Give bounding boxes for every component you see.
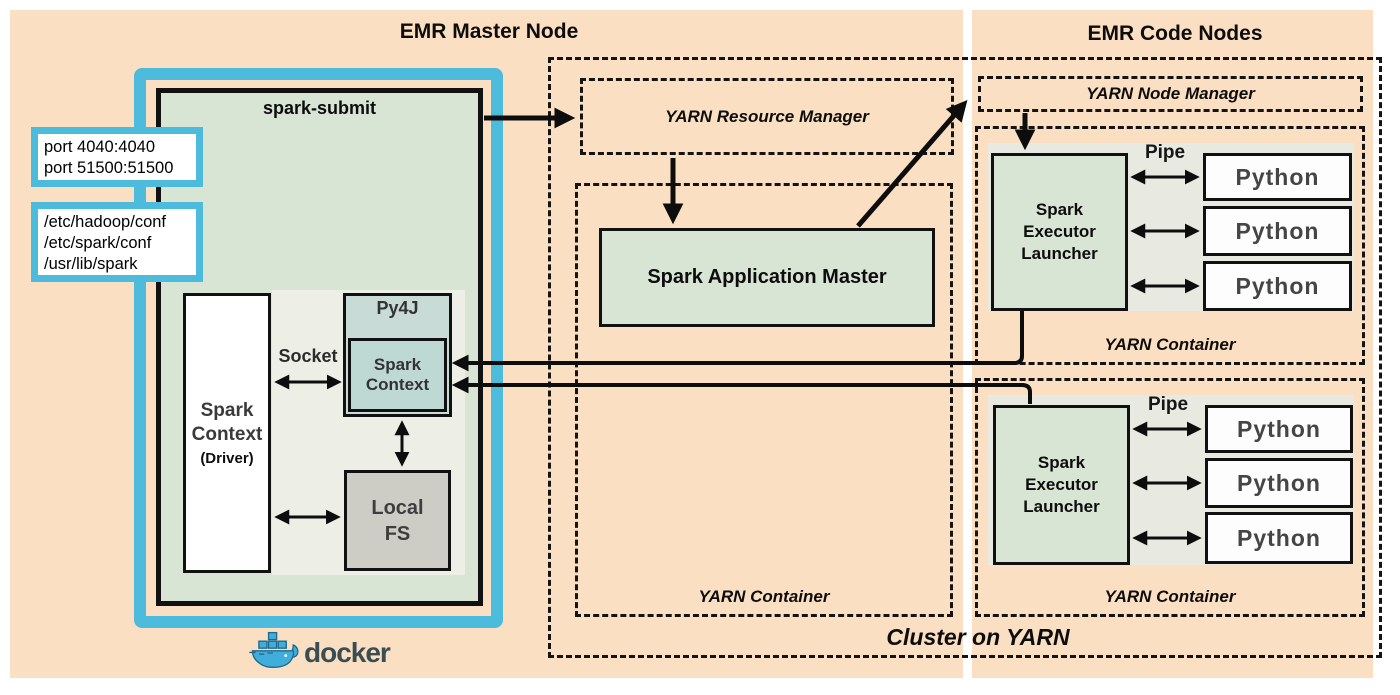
python-box-1: Python <box>1203 153 1352 201</box>
python-label: Python <box>1237 469 1321 496</box>
master-node-title: EMR Master Node <box>399 20 579 43</box>
spark-application-master-box: Spark Application Master <box>599 228 935 327</box>
yarn-resource-manager-label: YARN Resource Manager <box>665 106 869 126</box>
spark-executor-launcher-2-label: Spark Executor Launcher <box>1023 452 1100 517</box>
local-fs-label: Local FS <box>371 496 424 545</box>
python-box-3: Python <box>1203 261 1352 311</box>
py4j-label: Py4J <box>376 298 419 318</box>
code-nodes-panel <box>972 10 1373 678</box>
yarn-container-1-box: YARN Container <box>975 126 1365 365</box>
spark-application-master-label: Spark Application Master <box>647 266 887 288</box>
python-box-4: Python <box>1205 405 1353 453</box>
pipe-label-2: Pipe <box>1147 394 1189 415</box>
spark-executor-launcher-1-box: Spark Executor Launcher <box>991 153 1128 311</box>
spark-context-driver-subtitle: (Driver) <box>200 450 254 468</box>
yarn-container-1-label: YARN Container <box>1104 335 1236 354</box>
docker-logo: docker <box>248 629 418 677</box>
ports-callout: port 4040:4040 port 51500:51500 <box>31 127 203 187</box>
cluster-on-yarn-label: Cluster on YARN <box>886 624 1070 650</box>
yarn-container-label: YARN Container <box>698 587 830 606</box>
python-label: Python <box>1235 272 1320 299</box>
callout-line: port 4040:4040 <box>44 138 156 156</box>
spark-context-driver-title: Spark Context <box>191 399 263 445</box>
yarn-container-2-label: YARN Container <box>1104 587 1236 606</box>
python-label: Python <box>1235 163 1320 190</box>
spark-executor-launcher-2-box: Spark Executor Launcher <box>993 405 1130 565</box>
pipe-label-1: Pipe <box>1144 142 1186 163</box>
code-nodes-title: EMR Code Nodes <box>1087 22 1263 45</box>
yarn-resource-manager-box: YARN Resource Manager <box>580 78 954 155</box>
spark-executor-launcher-1-label: Spark Executor Launcher <box>1021 199 1098 264</box>
paths-callout: /etc/hadoop/conf /etc/spark/conf /usr/li… <box>31 202 203 282</box>
callout-line: /etc/hadoop/conf <box>44 213 167 231</box>
callout-line: /etc/spark/conf <box>44 234 152 253</box>
callout-line: port 51500:51500 <box>44 159 174 178</box>
python-label: Python <box>1237 524 1321 551</box>
py4j-spark-context-label: Spark Context <box>365 354 430 394</box>
spark-context-driver-box: Spark Context (Driver) <box>183 293 271 573</box>
spark-submit-label: spark-submit <box>262 98 377 118</box>
docker-wordmark: docker <box>304 637 391 668</box>
socket-label: Socket <box>278 346 338 366</box>
python-box-6: Python <box>1205 512 1353 564</box>
yarn-node-manager-box: YARN Node Manager <box>978 76 1363 112</box>
py4j-spark-context-box: Spark Context <box>348 338 447 412</box>
python-box-2: Python <box>1203 206 1352 256</box>
python-label: Python <box>1235 217 1320 244</box>
yarn-container-2-box: YARN Container <box>975 378 1365 617</box>
local-fs-box: Local FS <box>344 470 451 571</box>
python-label: Python <box>1237 415 1321 442</box>
docker-whale-icon <box>249 631 299 668</box>
yarn-node-manager-label: YARN Node Manager <box>1086 84 1255 103</box>
python-box-5: Python <box>1205 458 1353 508</box>
callout-line: /usr/lib/spark <box>44 255 138 274</box>
